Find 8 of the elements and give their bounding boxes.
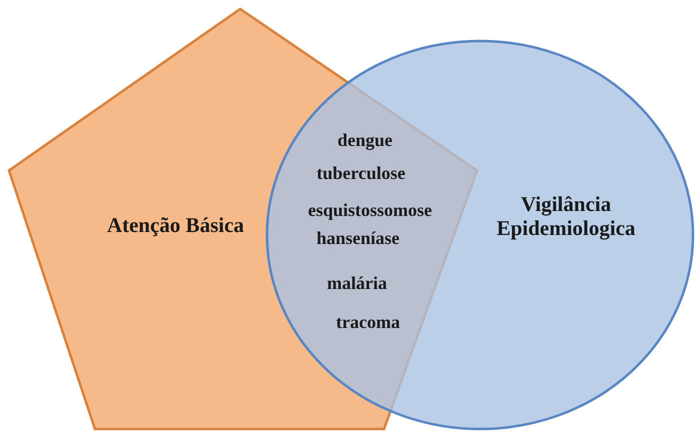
shape-label: Vigilância Epidemiologica	[496, 192, 636, 240]
overlap-item: malária	[327, 273, 387, 294]
overlap-item: esquistossomose	[308, 200, 432, 221]
overlap-item: tuberculose	[316, 163, 406, 184]
overlap-item: dengue	[338, 130, 392, 151]
overlap-item: hanseníase	[316, 228, 400, 249]
overlap-item: tracoma	[336, 312, 400, 333]
shape-label: Atenção Básica	[106, 213, 246, 238]
